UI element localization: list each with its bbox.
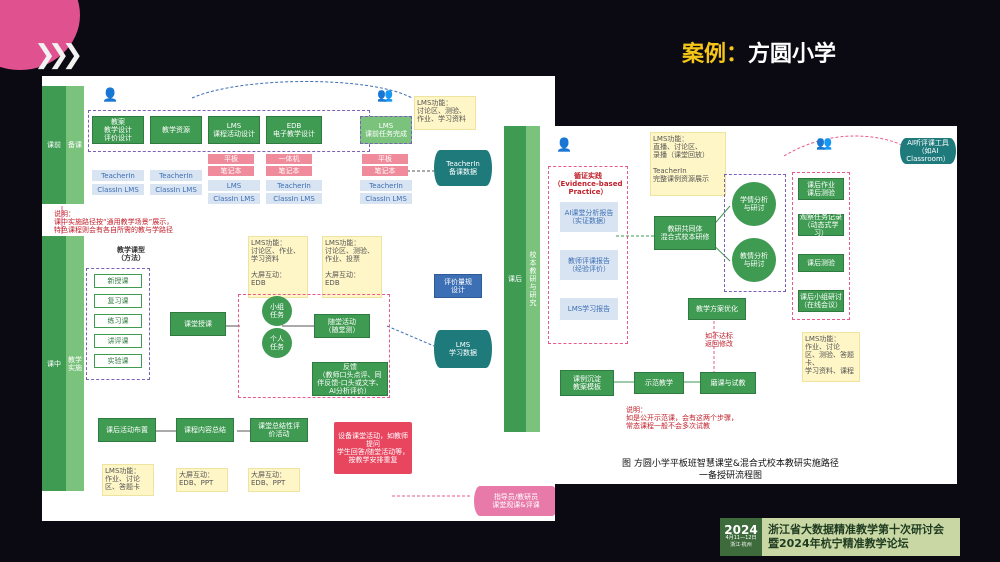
- lesson-type-group: [86, 268, 150, 380]
- fail-return-text: 如不达标 返回修改: [705, 332, 733, 348]
- forward-chevrons-icon: ❯❯❯: [34, 40, 83, 70]
- note-bottom-1: LMS功能： 作业、讨论 区、答题卡: [102, 464, 154, 496]
- research-box: 教研共同体 混合式校本研修: [654, 216, 716, 250]
- tool-teacherin-4: TeacherIn: [360, 180, 412, 191]
- individual-task-circle: 个人 任务: [262, 328, 292, 358]
- report-teacher: 教师评课报告 （经验评价）: [560, 250, 618, 280]
- right-box-quiz: 课后测验: [798, 254, 844, 272]
- teacher-icon-right: 👤: [556, 138, 573, 153]
- bottom-box-trial: 磨课与试教: [700, 372, 756, 394]
- right-box-group-discussion: 课后小组研讨 （在线会议）: [798, 290, 844, 312]
- badge-dates: 4月11—12日: [725, 535, 757, 541]
- right-box-observe: 观察任务记录 （动态式学习）: [798, 213, 844, 237]
- feedback-box: 反馈 （教师口头点评、同 伴反馈-口头或文字、 AI分析评价）: [312, 362, 388, 396]
- student-group-icon: 👥: [377, 88, 394, 103]
- badge-line-2: 暨2024年杭宁精准教学论坛: [768, 537, 909, 550]
- tag-allinone: 一体机: [266, 154, 312, 164]
- left-diagram-panel: 课前 备课 课中 教学实施 👤 👥 教案 教学设计 评价设计 教学资源 LMS …: [42, 76, 555, 521]
- top-note-lms: LMS功能： 讨论区、测验、 作业、学习资料: [414, 96, 476, 130]
- top-box-lesson-plan: 教案 教学设计 评价设计: [92, 116, 144, 144]
- lesson-type-experiment: 实验课: [94, 354, 142, 368]
- tool-lms: LMS: [208, 180, 260, 191]
- band-prep-sub: 备课: [66, 86, 84, 204]
- tool-classin-1: ClassIn LMS: [92, 184, 144, 195]
- band-class-label: 课中: [42, 236, 66, 491]
- slide-title: 案例：方圆小学: [682, 36, 836, 68]
- band-class-sub: 教学实施: [66, 236, 84, 491]
- note-right-bottom: 说明： 如是公开示范课，会有这两个步骤， 常态课程一般不会多次试教: [626, 406, 738, 430]
- badge-line-1: 浙江省大数据精准教学第十次研讨会: [768, 523, 944, 536]
- tool-teacherin-2: TeacherIn: [150, 170, 202, 181]
- group-task-circle: 小组 任务: [262, 296, 292, 326]
- lesson-type-comment: 讲评课: [94, 334, 142, 348]
- tag-laptop-2: 笔记本: [266, 166, 312, 176]
- band-prep-label: 课前: [42, 86, 66, 204]
- bottom-box-demo: 示范教学: [634, 372, 684, 394]
- top-box-edb-design: EDB 电子教学设计: [266, 116, 322, 144]
- note-right-side: LMS功能： 作业、讨论 区、测验、答题卡、 学习资料、课程: [802, 332, 860, 382]
- learn-analysis-circle: 学情分析 与研讨: [732, 182, 776, 226]
- lesson-type-title: 教学课型 （方法）: [117, 246, 145, 262]
- teach-analysis-circle: 教情分析 与研讨: [732, 238, 776, 282]
- lesson-type-review: 复习课: [94, 294, 142, 308]
- report-lms: LMS学习报告: [560, 298, 618, 320]
- teaching-box: 课堂授课: [170, 312, 226, 336]
- top-box-lms-design: LMS 课程活动设计: [208, 116, 260, 144]
- tag-laptop-1: 笔记本: [208, 166, 254, 176]
- top-box-lms-preclass: LMS 课前任务完成: [360, 116, 412, 144]
- conference-badge: 2024 4月11—12日 浙江·杭州 浙江省大数据精准教学第十次研讨会 暨20…: [720, 518, 960, 556]
- right-box-homework: 课后作业 课后测验: [798, 178, 844, 200]
- lesson-type-new: 新授课: [94, 274, 142, 288]
- evidence-group: [548, 166, 628, 344]
- top-box-resources: 教学资源: [150, 116, 202, 144]
- after-class-group: [792, 172, 850, 320]
- tool-classin-4: ClassIn LMS: [266, 193, 322, 204]
- tag-laptop-3: 笔记本: [362, 166, 408, 176]
- tag-tablet-2: 平板: [362, 154, 408, 164]
- activity-group: [238, 294, 390, 398]
- bottom-box-summary: 课程内容总结: [176, 418, 234, 442]
- bottom-box-assessment: 课堂总结性评 价活动: [250, 418, 308, 442]
- ai-tool-cylinder: AI听评课工具 （如AI Classroom）: [900, 138, 956, 164]
- note-mid-1: LMS功能： 讨论区、作业、 学习资料 大屏互动： EDB: [248, 236, 308, 298]
- teacher-icon: 👤: [102, 88, 119, 103]
- tag-tablet-1: 平板: [208, 154, 254, 164]
- teacherin-data-cylinder: TeacherIn 备课数据: [434, 150, 492, 186]
- note-bottom-2: 大屏互动： EDB、PPT: [176, 468, 228, 492]
- right-diagram-panel: 课后 校本教研与研究 👤 👥 循证实践 （Evidence-based Prac…: [504, 126, 957, 484]
- badge-year-block: 2024 4月11—12日 浙江·杭州: [720, 518, 762, 556]
- repeat-flag: 设备课堂活动，如教师提问 学生回答/随堂活动等， 按教学安排重复: [334, 422, 412, 474]
- tool-teacherin-3: TeacherIn: [266, 180, 322, 191]
- analysis-group: [724, 174, 786, 292]
- tool-classin-3: ClassIn LMS: [208, 193, 260, 204]
- title-main: 方圆小学: [748, 42, 837, 67]
- bottom-box-homework: 课后活动布置: [98, 418, 156, 442]
- title-prefix: 案例：: [682, 42, 749, 67]
- badge-text: 浙江省大数据精准教学第十次研讨会 暨2024年杭宁精准教学论坛: [762, 518, 960, 556]
- eval-rubric-box: 评价量规 设计: [434, 274, 482, 298]
- student-group-icon-right: 👥: [816, 136, 833, 151]
- report-ai: AI课堂分析报告 （实证数据）: [560, 202, 618, 232]
- tool-teacherin-1: TeacherIn: [92, 170, 144, 181]
- band-after-label: 课后: [504, 126, 526, 432]
- badge-year: 2024: [724, 523, 758, 537]
- observation-cylinder: 指导员/教研员 课堂观课&评课: [474, 486, 555, 516]
- lesson-type-practice: 练习课: [94, 314, 142, 328]
- evidence-title: 循证实践 （Evidence-based Practice）: [553, 172, 623, 196]
- explain-note: 说明： 课中实施路径按“通用教学场景”展示， 特色课程则会有各自所需的教与学路径: [54, 210, 174, 234]
- optimize-box: 教学方案优化: [688, 298, 746, 320]
- figure-caption: 图 方圆小学平板班智慧课堂&混合式校本教研实施路径 一备授研流程图: [622, 459, 839, 481]
- tool-classin-5: ClassIn LMS: [360, 193, 412, 204]
- lms-data-cylinder: LMS 学习数据: [434, 330, 492, 368]
- tool-classin-2: ClassIn LMS: [150, 184, 202, 195]
- badge-city: 浙江·杭州: [730, 542, 752, 548]
- note-mid-2: LMS功能： 讨论区、测验、 作业、投票 大屏互动： EDB: [322, 236, 382, 298]
- note-right-top: LMS功能： 直播、讨论区、 录播（课堂回放） TeacherIn 完整课例资源…: [650, 132, 726, 196]
- quiz-box: 随堂活动 （随堂测）: [314, 314, 370, 338]
- band-after-sub: 校本教研与研究: [526, 126, 540, 432]
- bottom-box-casebank: 课例沉淀 教案模板: [560, 370, 614, 396]
- note-bottom-3: 大屏互动： EDB、PPT: [248, 468, 300, 492]
